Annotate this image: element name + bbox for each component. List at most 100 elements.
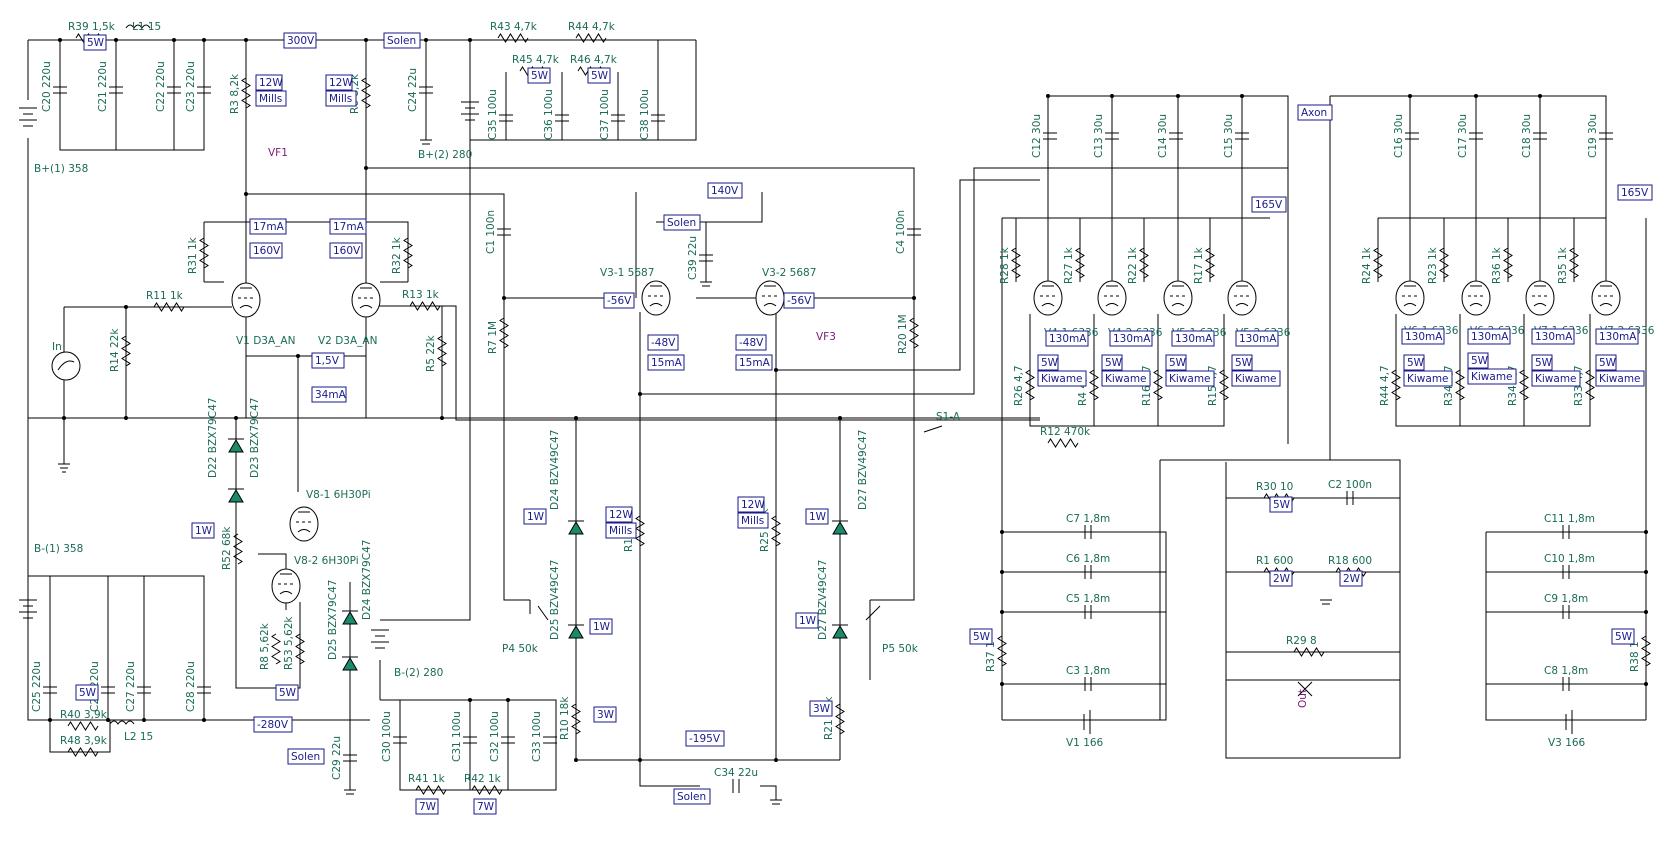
annotation-frame: [325, 74, 353, 91]
resistor-label: R10 18k: [559, 696, 571, 740]
annotation-frame: [1231, 354, 1253, 371]
ground-icon: [420, 139, 432, 145]
diode-label: D23 BZX79C47: [249, 398, 261, 478]
resistor-label: R48 3,9k: [60, 735, 108, 747]
annotation-frame: [1531, 328, 1575, 345]
capacitor-label: C14 30u: [1157, 114, 1169, 158]
switch-s1a-icon: [923, 425, 943, 433]
ground-icon: [770, 799, 782, 805]
annotation-text: Kiwame: [1471, 371, 1513, 383]
resistor-zigzag: [437, 335, 447, 367]
junction-dot: [574, 758, 578, 762]
tube-envelope-icon: [1033, 280, 1063, 316]
junction-dot: [244, 192, 248, 196]
annotation-box: Solen: [673, 788, 711, 805]
annotation-text: Kiwame: [1041, 373, 1083, 385]
junction-dot: [48, 718, 52, 722]
vacuum-tube: V8-1 6H30Pi: [289, 489, 371, 542]
junction-dot: [172, 38, 176, 42]
resistor-zigzag: [575, 33, 607, 43]
annotation-frame: [1269, 496, 1293, 513]
annotation-frame: [383, 32, 421, 49]
capacitor: C4 100n: [895, 210, 921, 254]
tube-envelope-icon: [1525, 280, 1555, 316]
input-source-icon: [51, 351, 81, 381]
annotation-frame: [329, 242, 363, 259]
resistor-label: R37 1: [985, 641, 997, 672]
resistor-r13: R13 1k: [402, 289, 441, 311]
annotation-frame: [1231, 370, 1281, 387]
capacitor: C39 22u: [687, 236, 713, 280]
tube-electrodes: [296, 511, 311, 533]
annotation-text: 130mA: [1239, 333, 1277, 345]
diode-label: D27 BZV49C47: [817, 560, 829, 640]
resistor-label: R35 1k: [1557, 246, 1569, 284]
annotation-box: 130mA: [1467, 328, 1511, 345]
annotation-text: 7W: [477, 801, 495, 813]
annotation-frame: [191, 522, 215, 539]
annotation-text: 130mA: [1535, 331, 1573, 343]
potentiometer-wipers-icon: [537, 605, 881, 621]
annotation-frame: [735, 354, 773, 371]
tube-electrodes: [358, 287, 373, 309]
annotation-frame: [1467, 352, 1489, 369]
resistor-label: R26 4,7: [1013, 365, 1025, 406]
tube-electrodes: [1402, 285, 1417, 307]
annotation-box: 5W: [1101, 354, 1123, 371]
capacitor: C1 100n: [485, 210, 511, 254]
zener-diode: D27 BZV49C47: [817, 560, 848, 640]
capacitor-label: C11 1,8m: [1544, 513, 1595, 525]
capacitor-plates: [1562, 677, 1570, 691]
capacitor-plates: [1169, 132, 1183, 140]
tube-envelope-icon: [1591, 280, 1621, 316]
annotation-box: 1W: [589, 618, 613, 635]
capacitor-label: C38 100u: [639, 89, 651, 140]
capacitor-plates: [699, 254, 713, 262]
annotation-text: Kiwame: [1599, 373, 1641, 385]
tube-label: V1 D3A_AN: [236, 335, 295, 347]
annotation-text: 5W: [531, 70, 549, 82]
annotation-box: Kiwame: [1595, 370, 1645, 387]
junction-dot: [468, 698, 472, 702]
resistor-label: R11 1k: [146, 290, 184, 302]
annotation-box: 130mA: [1235, 330, 1279, 347]
annotation-box: 300V: [283, 32, 317, 49]
annotation-text: 5W: [591, 70, 609, 82]
annotation-frame: [663, 214, 701, 231]
annotation-frame: [75, 684, 99, 701]
junction-dot: [1000, 530, 1004, 534]
battery-cells-icon: [371, 629, 389, 649]
annotation-text: 165V: [1255, 199, 1283, 211]
annotation-text: -195V: [689, 733, 721, 745]
annotation-frame: [1401, 328, 1445, 345]
capacitor: C22 220u: [155, 61, 181, 112]
resistor-r26: R26 4,7: [1013, 365, 1035, 406]
resistor-label: R31 1k: [187, 236, 199, 274]
annotation-box: 12W: [605, 506, 633, 523]
sine-glyph-icon: [57, 360, 75, 371]
resistor-r20: R20 1M: [897, 314, 919, 354]
capacitor-label: C37 100u: [599, 89, 611, 140]
annotation-box: 160V: [249, 242, 283, 259]
probe-label: VF1: [268, 147, 288, 159]
annotation-box: 17mA: [249, 218, 287, 235]
annotation-frame: [605, 522, 637, 539]
annotation-box: 1W: [523, 508, 547, 525]
annotation-frame: [1531, 370, 1581, 387]
annotation-text: 15mA: [651, 357, 683, 369]
tube-envelope-icon: [351, 282, 381, 318]
annotation-frame: [1403, 354, 1425, 371]
resistor-r35: R35 1k: [1557, 246, 1579, 284]
capacitor-label: C30 100u: [381, 711, 393, 762]
annotation-text: 3W: [597, 709, 615, 721]
annotation-text: 130mA: [1471, 331, 1509, 343]
resistor-zigzag: [415, 785, 447, 795]
resistor-r23: R23 1k: [1427, 246, 1449, 284]
annotation-frame: [1297, 104, 1333, 121]
capacitor-plates: [1469, 132, 1483, 140]
resistor-label: R3 8,2k: [229, 73, 241, 114]
resistor-r29: R29 8: [1286, 635, 1325, 657]
annotation-frame: [1611, 628, 1635, 645]
